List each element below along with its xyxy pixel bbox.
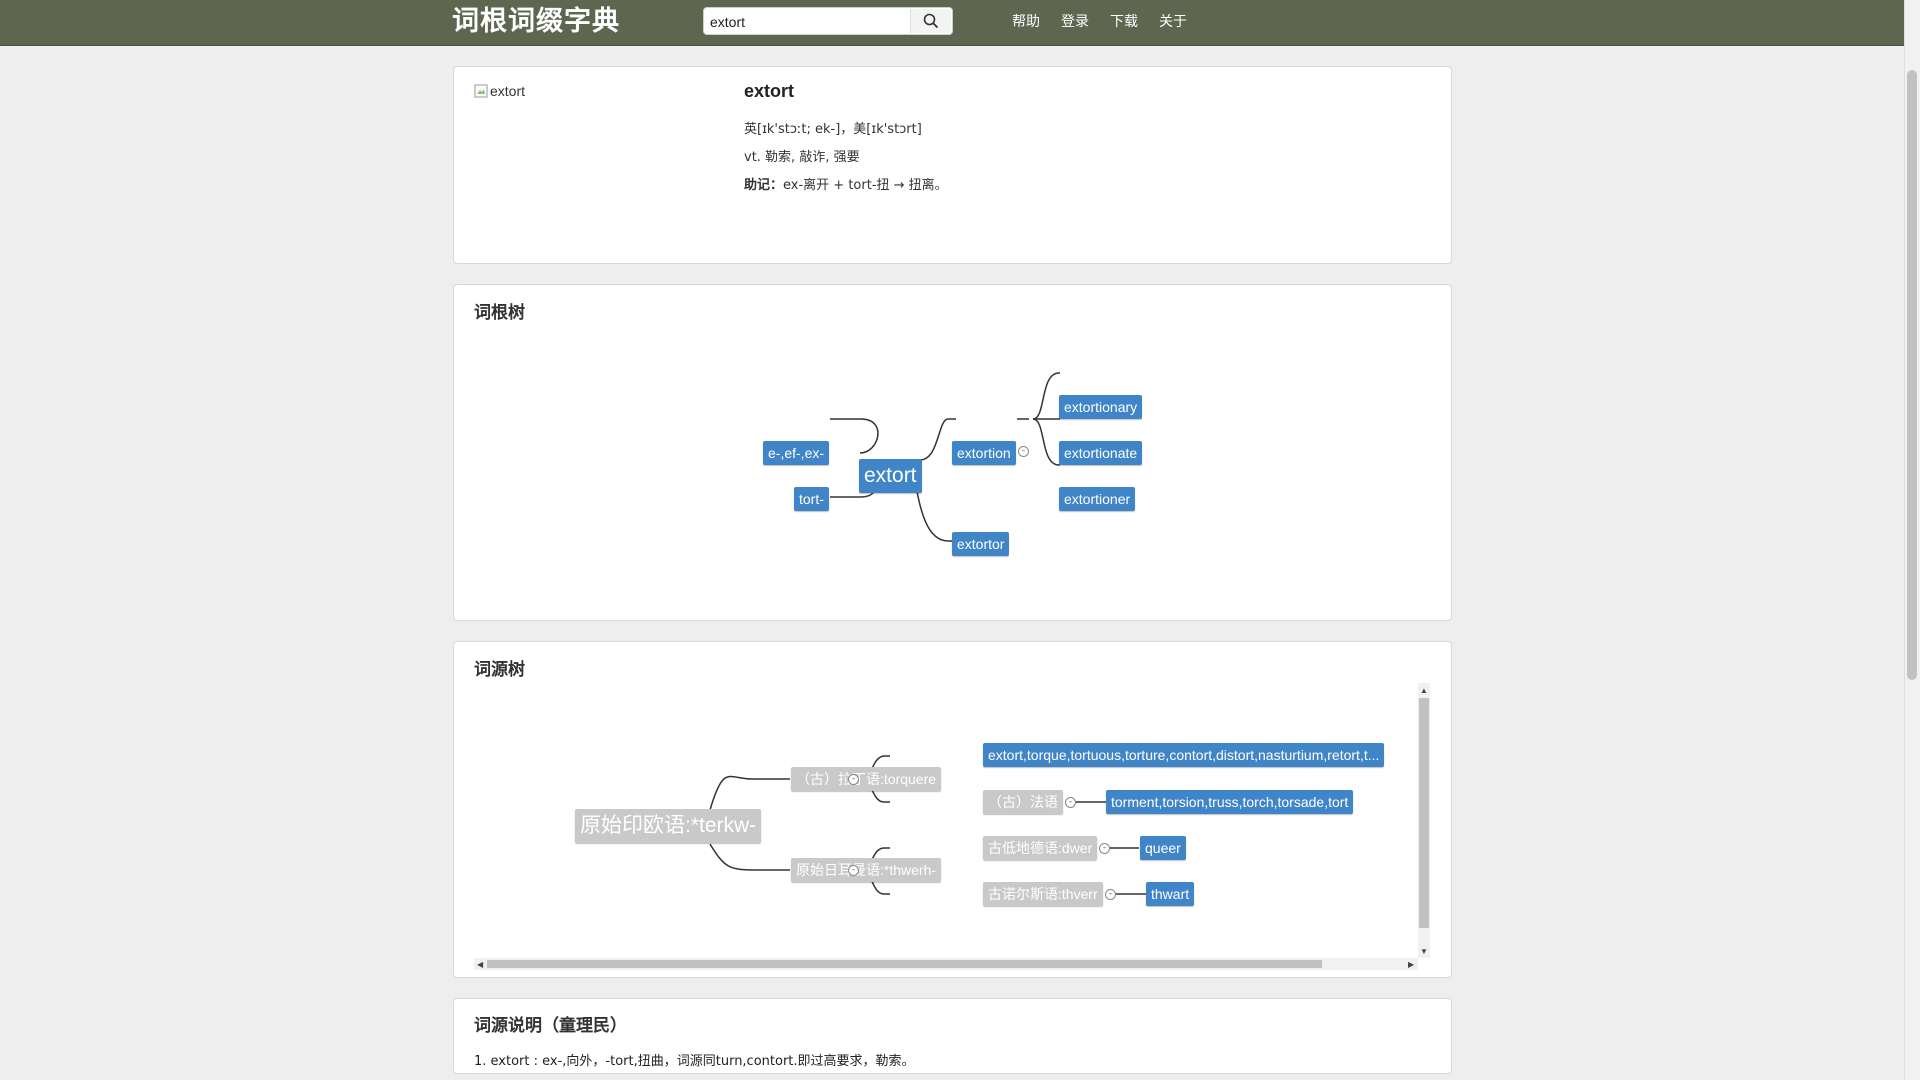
nav-login[interactable]: 登录 — [1061, 14, 1089, 30]
search-button[interactable] — [910, 9, 951, 33]
root-node-e-ef-ex[interactable]: e-,ef-,ex- — [763, 441, 830, 465]
etymology-horizontal-scrollbar-thumb[interactable] — [487, 960, 1322, 968]
word-image-alt: extort — [490, 83, 526, 99]
etymology-horizontal-scrollbar[interactable] — [474, 958, 1418, 970]
phonetic: 英[ɪk'stɔːt; ek-]，美[ɪk'stɔrt] — [744, 122, 922, 137]
page-scrollbar[interactable] — [1904, 0, 1920, 1080]
collapse-toggle[interactable]: - — [848, 774, 859, 785]
etymology-tree-title: 词源树 — [474, 660, 525, 680]
collapse-toggle[interactable]: - — [1065, 797, 1076, 808]
ety-node-low-german[interactable]: 古低地德语:dwer — [983, 836, 1098, 860]
search-box — [703, 7, 953, 35]
site-title[interactable]: 词根词缀字典 — [452, 6, 620, 37]
root-node-extortionary[interactable]: extortionary — [1059, 395, 1143, 419]
collapse-toggle[interactable]: - — [848, 865, 859, 876]
ety-node-latin-words[interactable]: extort,torque,tortuous,torture,contort,d… — [983, 743, 1385, 767]
scroll-left-icon[interactable]: ◀ — [477, 960, 484, 969]
search-input[interactable] — [708, 11, 917, 33]
scroll-up-icon[interactable]: ▲ — [1420, 686, 1428, 695]
collapse-toggle[interactable]: - — [1099, 843, 1110, 854]
root-node-extortioner[interactable]: extortioner — [1059, 487, 1136, 511]
etymology-explanation-title: 词源说明（童理民） — [474, 1016, 627, 1036]
ety-node-french-words[interactable]: torment,torsion,truss,torch,torsade,tort — [1106, 790, 1354, 814]
broken-image-icon — [474, 84, 488, 98]
ety-node-old-norse[interactable]: 古诺尔斯语:thverr — [983, 882, 1103, 906]
word-card: extort extort 英[ɪk'stɔːt; ek-]，美[ɪk'stɔr… — [453, 66, 1452, 264]
ety-node-thwart[interactable]: thwart — [1146, 882, 1195, 906]
etymology-explanation-panel: 词源说明（童理民） 1. extort : ex-,向外，-tort,扭曲，词源… — [453, 998, 1452, 1074]
page-scrollbar-thumb[interactable] — [1907, 70, 1917, 680]
etymology-explanation-text: 1. extort : ex-,向外，-tort,扭曲，词源同turn,cont… — [474, 1054, 915, 1069]
word-image: extort — [474, 83, 525, 99]
root-tree-panel: 词根树 e-,ef-,ex- tort- extort extortion - … — [453, 284, 1452, 621]
root-node-center[interactable]: extort — [859, 459, 922, 493]
ety-node-latin[interactable]: （古）拉丁语:torquere — [791, 767, 942, 791]
search-icon — [923, 13, 939, 29]
nav-about[interactable]: 关于 — [1159, 14, 1187, 30]
nav-download[interactable]: 下载 — [1110, 14, 1138, 30]
headword: extort — [744, 81, 795, 101]
collapse-toggle[interactable]: - — [1105, 889, 1116, 900]
root-node-extortionate[interactable]: extortionate — [1059, 441, 1143, 465]
top-bar: 词根词缀字典 帮助 登录 下载 关于 — [0, 0, 1905, 46]
root-node-tort[interactable]: tort- — [794, 487, 829, 511]
mnemonic: 助记：ex-离开 + tort-扭 → 扭离。 — [744, 174, 948, 193]
mnemonic-text: ex-离开 + tort-扭 → 扭离。 — [783, 178, 948, 193]
mnemonic-label: 助记： — [744, 178, 784, 193]
etymology-tree-panel: 词源树 原始印欧语:*terkw- （古）拉丁语:torquere - 原始日耳… — [453, 641, 1452, 978]
ety-node-root[interactable]: 原始印欧语:*terkw- — [575, 809, 762, 843]
ety-node-french[interactable]: （古）法语 — [983, 790, 1063, 814]
root-tree-title: 词根树 — [474, 303, 525, 323]
scroll-right-icon[interactable]: ▶ — [1408, 960, 1415, 969]
root-node-extortion[interactable]: extortion — [952, 441, 1016, 465]
scroll-down-icon[interactable]: ▼ — [1420, 947, 1428, 956]
nav-help[interactable]: 帮助 — [1012, 14, 1040, 30]
etymology-vertical-scrollbar[interactable] — [1418, 683, 1430, 958]
top-nav: 帮助 登录 下载 关于 — [1012, 13, 1208, 31]
collapse-toggle[interactable]: - — [1018, 446, 1029, 457]
etymology-vertical-scrollbar-thumb[interactable] — [1419, 698, 1429, 928]
root-node-extortor[interactable]: extortor — [952, 532, 1010, 556]
ety-node-queer[interactable]: queer — [1140, 836, 1186, 860]
definition: vt. 勒索, 敲诈, 强要 — [744, 150, 860, 165]
ety-node-germanic[interactable]: 原始日耳曼语:*thwerh- — [791, 858, 942, 882]
